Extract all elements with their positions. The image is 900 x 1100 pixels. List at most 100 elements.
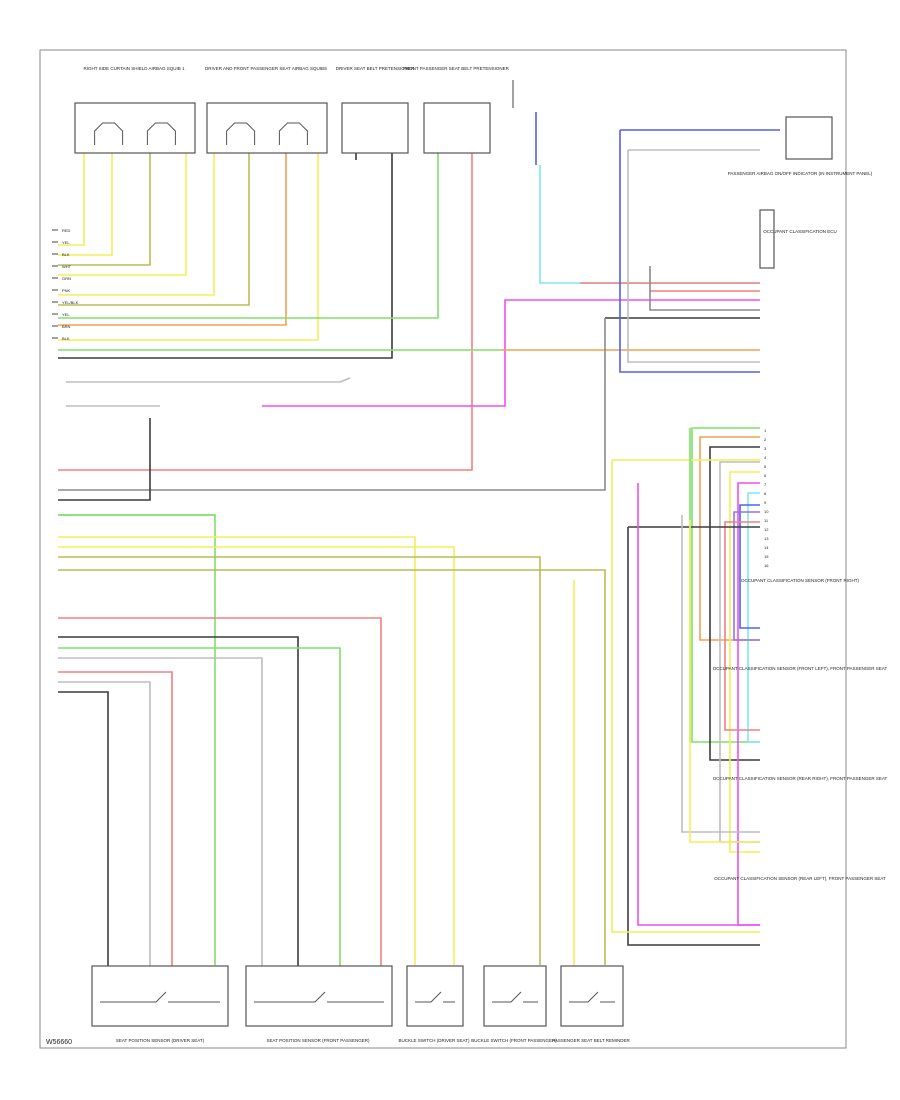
right-pin-label-3: 4 bbox=[764, 455, 767, 460]
bottom-sensor-wire-0 bbox=[58, 514, 216, 965]
squib-wire-0 bbox=[58, 153, 85, 246]
sensor-box-2-outline bbox=[245, 965, 393, 1027]
datalink-blk bbox=[58, 418, 151, 501]
sensor-box-2 bbox=[245, 965, 393, 1027]
right-ecu-wire-0 bbox=[691, 427, 760, 743]
switch-contact bbox=[492, 991, 538, 1003]
wire-group bbox=[52, 80, 780, 966]
left-pin-label-1: YEL bbox=[62, 240, 70, 245]
bottom-wht-1 bbox=[58, 657, 263, 966]
right-pin-label-15: 16 bbox=[764, 563, 769, 568]
component-group bbox=[74, 102, 833, 1027]
right-ecu-wire-7 bbox=[739, 504, 760, 629]
switch-box-3 bbox=[560, 965, 624, 1027]
squib-wire-7 bbox=[58, 153, 319, 341]
left-pin-label-4: GRN bbox=[62, 276, 71, 281]
right-pin-label-13: 14 bbox=[764, 545, 769, 550]
right-pin-label-12: 13 bbox=[764, 536, 769, 541]
bottom-blk-2 bbox=[58, 691, 109, 966]
pretensioner-box-2-outline bbox=[423, 102, 491, 154]
right-pnk-down bbox=[637, 483, 760, 926]
component-caption-rs4: OCCUPANT CLASSIFICATION SENSOR (REAR LEF… bbox=[714, 876, 886, 881]
left-pin-label-7: YEL bbox=[62, 312, 70, 317]
squib-wire-3 bbox=[58, 153, 187, 276]
ecu-box-top bbox=[759, 209, 775, 269]
wht-right-4 bbox=[627, 150, 760, 363]
center-wire-ltblu bbox=[539, 165, 760, 284]
switch-contact bbox=[415, 991, 455, 1003]
label-group: RIGHT SIDE CURTAIN SHIELD AIRBAG SQUIB 1… bbox=[62, 66, 888, 1043]
bottom-red-2 bbox=[58, 671, 173, 966]
right-pin-label-11: 12 bbox=[764, 527, 769, 532]
right-pin-label-2: 3 bbox=[764, 446, 767, 451]
right-ecu-wire-5 bbox=[737, 482, 760, 926]
squib-connector-0 bbox=[226, 122, 256, 145]
component-caption-pt1: DRIVER SEAT BELT PRETENSIONER bbox=[336, 66, 415, 71]
bottom-sensor-wire-3 bbox=[58, 556, 541, 965]
squib-box-1 bbox=[74, 102, 196, 154]
switch-box-1-outline bbox=[406, 965, 464, 1027]
squib-wire-4 bbox=[58, 153, 215, 296]
right-pin-label-8: 9 bbox=[764, 500, 767, 505]
right-blk-down bbox=[627, 527, 760, 946]
pretensioner-wire-1 bbox=[58, 153, 393, 359]
squib-box-2 bbox=[206, 102, 328, 154]
component-caption-sq2: DRIVER AND FRONT PASSENGER SEAT AIRBAG S… bbox=[205, 66, 327, 71]
right-pin-label-1: 2 bbox=[764, 437, 767, 442]
component-caption-b2: SEAT POSITION SENSOR (FRONT PASSENGER) bbox=[267, 1038, 370, 1043]
left-pin-label-0: RED bbox=[62, 228, 71, 233]
squib-connector-0 bbox=[94, 122, 124, 145]
bottom-sensor-wire-1 bbox=[58, 536, 416, 965]
component-caption-b3: BUCKLE SWITCH (DRIVER SEAT) bbox=[399, 1038, 470, 1043]
bottom-wht-2 bbox=[58, 681, 151, 966]
component-caption-sq1: RIGHT SIDE CURTAIN SHIELD AIRBAG SQUIB 1 bbox=[83, 66, 185, 71]
component-caption-b4: BUCKLE SWITCH (FRONT PASSENGER) bbox=[471, 1038, 557, 1043]
right-ecu-wire-4 bbox=[729, 471, 760, 853]
switch-box-1 bbox=[406, 965, 464, 1027]
bottom-sensor-wire-4 bbox=[58, 569, 606, 965]
squib-box-2-outline bbox=[206, 102, 328, 154]
switch-contact bbox=[569, 991, 615, 1003]
component-caption-b1: SEAT POSITION SENSOR (DRIVER SEAT) bbox=[116, 1038, 205, 1043]
switch-contact bbox=[254, 991, 384, 1003]
right-pin-label-7: 8 bbox=[764, 491, 767, 496]
left-pin-label-2: BLK bbox=[62, 252, 70, 257]
right-ecu-wire-6 bbox=[747, 492, 760, 743]
component-caption-b5: PASSENGER SEAT BELT REMINDER bbox=[552, 1038, 630, 1043]
indicator-box bbox=[785, 116, 833, 160]
component-caption-pt2: FRONT PASSENGER SEAT BELT PRETENSIONER bbox=[403, 66, 510, 71]
right-pin-label-5: 6 bbox=[764, 473, 767, 478]
pretensioner-box-2 bbox=[423, 102, 491, 154]
right-wht-down bbox=[681, 515, 760, 833]
left-pin-label-3: WHT bbox=[62, 264, 72, 269]
right-ecu-wire-8 bbox=[733, 511, 760, 641]
switch-box-3-outline bbox=[560, 965, 624, 1027]
squib-wire-1 bbox=[58, 153, 113, 256]
right-pin-label-9: 10 bbox=[764, 509, 769, 514]
right-pin-label-10: 11 bbox=[764, 518, 769, 523]
bottom-sensor-wire-2 bbox=[58, 546, 455, 965]
switch-box-2 bbox=[483, 965, 547, 1027]
component-caption-rs1: OCCUPANT CLASSIFICATION SENSOR (FRONT RI… bbox=[741, 578, 859, 583]
pink-datalink bbox=[262, 299, 760, 407]
squib-wire-6 bbox=[58, 153, 287, 326]
grey-right-2 bbox=[649, 266, 760, 311]
sensor-box-1-outline bbox=[91, 965, 229, 1027]
right-yel-2 bbox=[689, 520, 760, 843]
left-pin-label-8: BRN bbox=[62, 324, 71, 329]
right-pin-label-6: 7 bbox=[764, 482, 767, 487]
bottom-blk-1 bbox=[58, 636, 299, 966]
ecu-box-top-outline bbox=[759, 209, 775, 269]
blue-right-2 bbox=[619, 130, 760, 373]
right-pin-label-4: 5 bbox=[764, 464, 767, 469]
indicator-box-outline bbox=[785, 116, 833, 160]
component-caption-rs3: OCCUPANT CLASSIFICATION SENSOR (REAR RIG… bbox=[713, 776, 888, 781]
pretensioner-wire-2 bbox=[58, 153, 439, 319]
pretensioner-box-1 bbox=[341, 102, 409, 154]
right-pin-label-0: 1 bbox=[764, 428, 767, 433]
datalink-wht-1 bbox=[66, 377, 351, 383]
component-caption-rs2: OCCUPANT CLASSIFICATION SENSOR (FRONT LE… bbox=[713, 666, 888, 671]
right-yel-down bbox=[611, 460, 760, 933]
right-ecu-wire-9 bbox=[724, 521, 760, 731]
pretensioner-box-1-outline bbox=[341, 102, 409, 154]
